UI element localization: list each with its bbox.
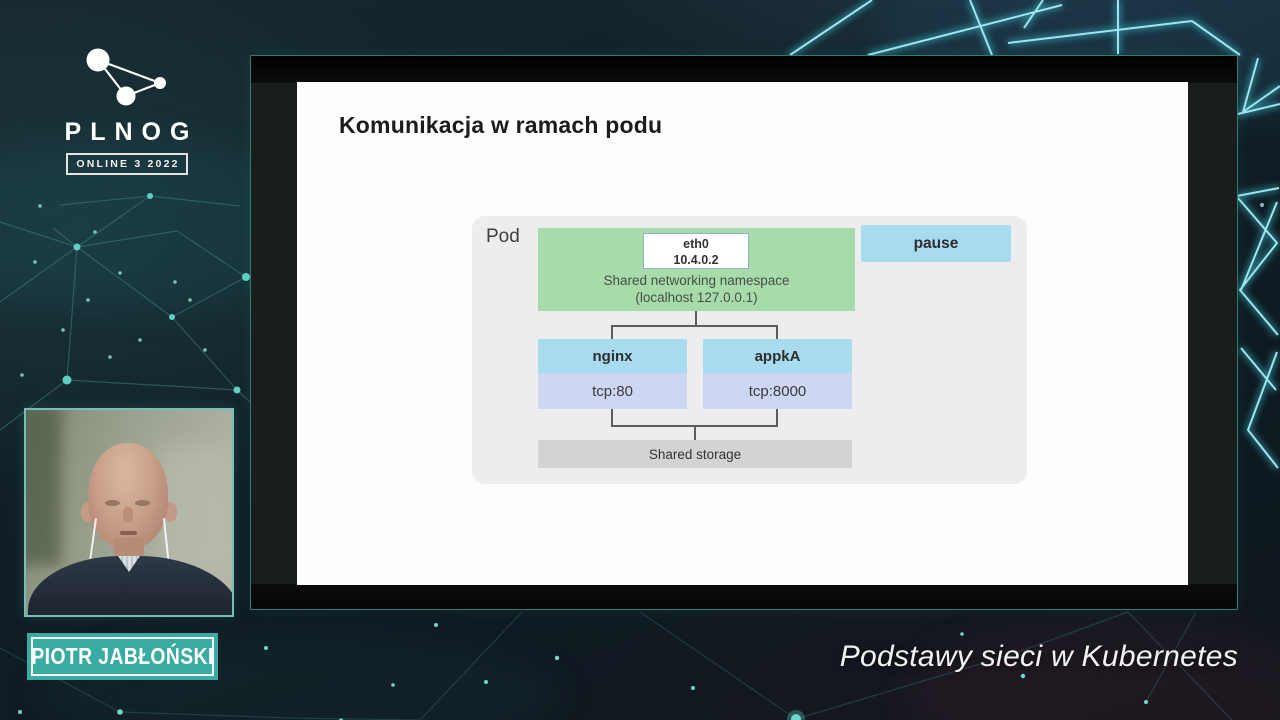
namespace-caption-line1: Shared networking namespace (603, 273, 790, 288)
presentation-video-frame: Komunikacja w ramach podu Pod eth0 10.4.… (250, 55, 1238, 610)
container-name: appkA (703, 339, 852, 373)
pod-label: Pod (486, 226, 520, 247)
webcam-background-plant (26, 410, 61, 565)
speaker-mouth (120, 531, 137, 535)
container-name: nginx (538, 339, 687, 373)
bright-lines (789, 0, 1280, 469)
bottom-mesh-lines (0, 611, 1233, 720)
connector-line (611, 325, 778, 327)
connector-line (611, 409, 613, 425)
plnog-logo: PLNOG ONLINE 3 2022 (57, 44, 197, 175)
namespace-caption-line2: (localhost 127.0.0.1) (635, 290, 758, 305)
shared-network-namespace-box: eth0 10.4.0.2 Shared networking namespac… (538, 228, 855, 311)
speaker-head (88, 443, 168, 549)
speaker-name-badge-border: PIOTR JABŁOŃSKI (31, 637, 214, 676)
eth0-ip-box: eth0 10.4.0.2 (643, 233, 749, 269)
connector-line (611, 325, 613, 339)
speaker-name-badge: PIOTR JABŁOŃSKI (27, 633, 218, 680)
bottom-mesh-dots (18, 623, 1148, 720)
plnog-edition-badge: ONLINE 3 2022 (66, 153, 188, 175)
container-appka: appkA tcp:8000 (703, 339, 852, 409)
pause-container-box: pause (861, 225, 1011, 262)
container-nginx: nginx tcp:80 (538, 339, 687, 409)
letterbox-bottom (251, 584, 1237, 609)
network-nodes-icon (86, 48, 166, 106)
speaker-eye (105, 500, 120, 506)
connector-line (776, 325, 778, 339)
plnog-wordmark: PLNOG (64, 118, 199, 146)
shared-storage-box: Shared storage (538, 440, 852, 468)
letterbox-top (251, 56, 1237, 83)
constellation-nodes (62, 193, 250, 394)
slide-title: Komunikacja w ramach podu (339, 112, 663, 138)
container-port: tcp:80 (538, 373, 687, 409)
talk-title: Podstawy sieci w Kubernetes (839, 640, 1238, 673)
eth0-ip-label: 10.4.0.2 (673, 253, 719, 267)
connector-line (776, 409, 778, 425)
slide: Komunikacja w ramach podu Pod eth0 10.4.… (297, 82, 1188, 585)
connector-line (695, 311, 697, 326)
container-port: tcp:8000 (703, 373, 852, 409)
speaker-nose (123, 507, 133, 522)
connector-line (694, 425, 696, 440)
eth0-interface-label: eth0 (683, 237, 709, 251)
pod-diagram: Pod eth0 10.4.0.2 Shared networking name… (472, 216, 1027, 484)
speaker-webcam (24, 408, 234, 617)
speaker-name: PIOTR JABŁOŃSKI (31, 643, 214, 669)
speaker-eye (135, 500, 150, 506)
